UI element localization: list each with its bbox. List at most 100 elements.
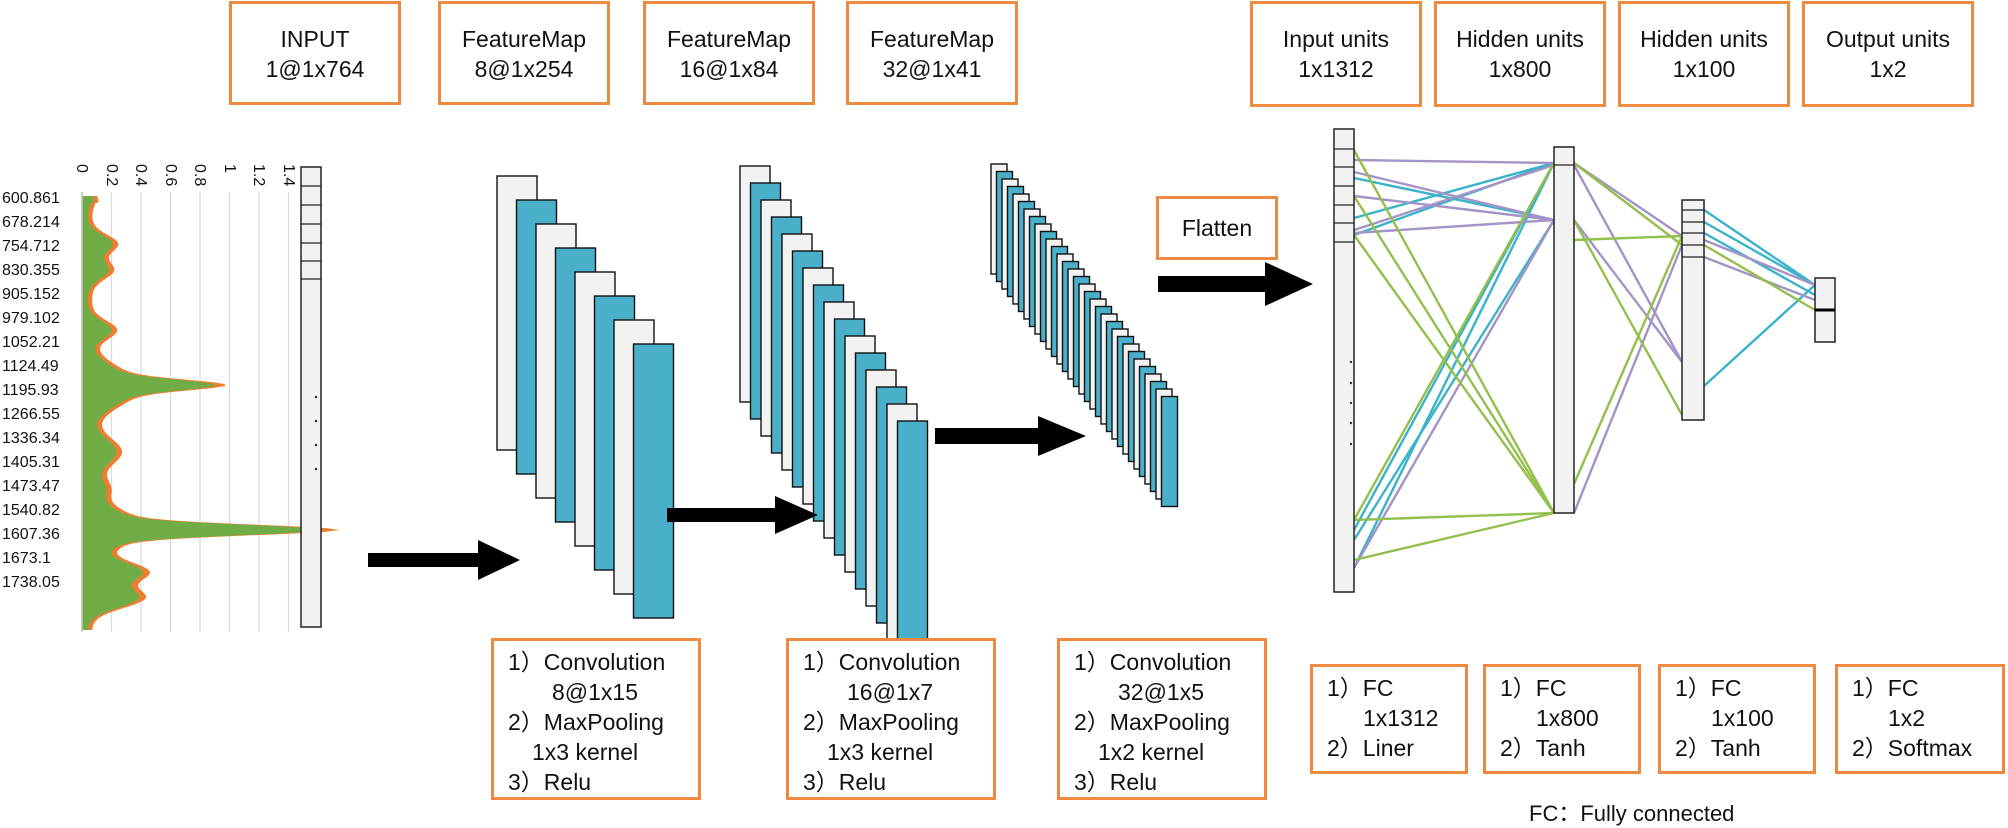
conv-step-1-line1: 1）Convolution — [508, 649, 666, 675]
spectrum-x-tick: 1.2 — [250, 164, 267, 187]
fc-step-2-line3: 2）Tanh — [1500, 735, 1586, 761]
fc-connection-line — [1353, 234, 1555, 514]
fc-connection-line — [1572, 219, 1684, 416]
spectrum-y-label: 1336.34 — [2, 430, 60, 447]
fc-connections — [1352, 149, 1816, 569]
feature-map-slice — [896, 420, 929, 658]
fc-step-box-3: 1）FC 1x100 2）Tanh — [1658, 664, 1816, 774]
conv-step-box-2: 1）Convolution 16@1x7 2）MaxPooling 1x3 ke… — [786, 638, 996, 800]
conv-step-1-line3: 2）MaxPooling — [508, 709, 664, 735]
spectrum-y-label: 1405.31 — [2, 454, 60, 471]
spectrum-y-label: 979.102 — [2, 310, 60, 327]
spectrum-x-tick: 0 — [73, 164, 90, 173]
spectrum-y-label: 830.355 — [2, 262, 60, 279]
spectrum-x-tick: 1 — [220, 164, 238, 173]
flatten-label-text: Flatten — [1181, 215, 1253, 241]
header-hidden-units-2-size: 1x100 — [1672, 56, 1736, 82]
fc-step-box-4: 1）FC 1x2 2）Softmax — [1835, 664, 2005, 774]
spectrum-green-series — [82, 196, 323, 630]
fc-step-2-line1: 1）FC — [1500, 675, 1567, 701]
featuremap-stack-2 — [739, 165, 929, 658]
header-featuremap-3: FeatureMap 32@1x41 — [846, 1, 1018, 105]
fc-connection-line — [1573, 162, 1683, 246]
fc-step-4-line2: 1x2 — [1888, 705, 1926, 731]
fc-step-1-line3: 2）Liner — [1327, 735, 1414, 761]
fc-connection-line — [1352, 149, 1556, 514]
header-featuremap-2: FeatureMap 16@1x84 — [643, 1, 815, 105]
fc-step-3-line2: 1x100 — [1711, 705, 1774, 731]
header-featuremap-2-title: FeatureMap — [666, 26, 791, 52]
fc-layer-hidden1 — [1553, 146, 1575, 514]
header-hidden-units-2-title: Hidden units — [1640, 26, 1768, 52]
spectrum-gridlines — [110, 192, 290, 632]
fc-step-box-1: 1）FC 1x1312 2）Liner — [1310, 664, 1468, 774]
conv-step-box-3: 1）Convolution 32@1x5 2）MaxPooling 1x2 ke… — [1057, 638, 1267, 800]
fc-connection-line — [1353, 511, 1555, 562]
header-output-units-title: Output units — [1825, 26, 1951, 52]
fc-connection-line — [1352, 195, 1556, 514]
spectrum-x-tick: 0.6 — [161, 164, 179, 187]
fc-step-box-2: 1）FC 1x800 2）Tanh — [1483, 664, 1641, 774]
fc-connection-line — [1353, 170, 1555, 222]
footnote: FC：Fully connected — [1529, 801, 1735, 826]
spectrum-y-label: 1673.1 — [2, 550, 51, 567]
header-featuremap-3-size: 32@1x41 — [882, 56, 982, 82]
fc-layer-output — [1814, 277, 1836, 343]
spectrum-y-label: 600.861 — [2, 190, 60, 207]
header-input-title: INPUT — [280, 26, 350, 52]
header-featuremap-2-size: 16@1x84 — [679, 56, 779, 82]
fc-connection-line — [1353, 194, 1555, 222]
spectrum-y-label: 905.152 — [2, 286, 60, 303]
conv-step-3-line5: 3）Relu — [1074, 769, 1158, 795]
spectrum-y-label: 1266.55 — [2, 406, 60, 423]
fc-network — [1333, 128, 1836, 593]
flatten-label: Flatten — [1156, 196, 1278, 260]
header-featuremap-1-size: 8@1x254 — [474, 56, 574, 82]
header-hidden-units-2: Hidden units 1x100 — [1618, 1, 1790, 107]
spectrum-y-label: 754.712 — [2, 238, 60, 255]
arrow-icon — [1158, 262, 1313, 306]
fc-connection-line — [1353, 158, 1555, 165]
input-vector — [300, 166, 322, 628]
feature-map-slice — [632, 343, 675, 619]
spectrum-y-label: 1052.21 — [2, 334, 60, 351]
conv-step-1-line5: 3）Relu — [508, 769, 592, 795]
fc-step-4-line3: 2）Softmax — [1852, 735, 1973, 761]
fc-step-2-line2: 1x800 — [1536, 705, 1599, 731]
fc-connection-line — [1703, 238, 1816, 287]
header-output-units-size: 1x2 — [1869, 56, 1907, 82]
fc-step-1-line2: 1x1312 — [1363, 705, 1439, 731]
fc-connection-line — [1703, 243, 1816, 312]
conv-step-1-line2: 8@1x15 — [552, 679, 639, 705]
header-input: INPUT 1@1x764 — [229, 1, 401, 105]
featuremap-stack-3 — [990, 163, 1179, 508]
fc-connection-line — [1703, 220, 1816, 287]
fc-connection-line — [1353, 163, 1555, 232]
conv-step-2-line1: 1）Convolution — [803, 649, 961, 675]
conv-step-3-line1: 1）Convolution — [1074, 649, 1232, 675]
conv-step-1-line4: 1x3 kernel — [532, 739, 639, 765]
conv-step-3-line4: 1x2 kernel — [1098, 739, 1205, 765]
fc-step-1-line1: 1）FC — [1327, 675, 1394, 701]
fc-connection-line — [1352, 162, 1556, 521]
fc-connection-line — [1353, 161, 1555, 220]
header-hidden-units-1-title: Hidden units — [1456, 26, 1584, 52]
fc-connection-line — [1352, 162, 1556, 569]
spectrum-y-label: 1124.49 — [2, 358, 59, 375]
spectrum-x-tick: 0.8 — [191, 164, 208, 187]
header-input-size: 1@1x764 — [265, 56, 365, 82]
conv-step-box-1: 1）Convolution 8@1x15 2）MaxPooling 1x3 ke… — [491, 638, 701, 800]
fc-connection-line — [1353, 511, 1555, 522]
conv-step-2-line3: 2）MaxPooling — [803, 709, 959, 735]
arrow-icon — [667, 496, 818, 534]
header-input-units-size: 1x1312 — [1298, 56, 1374, 82]
fc-connection-line — [1572, 235, 1684, 485]
spectrum-y-label: 1607.36 — [2, 526, 60, 543]
fc-connection-line — [1353, 218, 1555, 235]
header-output-units: Output units 1x2 — [1802, 1, 1974, 107]
fc-layer-hidden2 — [1681, 199, 1705, 421]
fc-connection-line — [1352, 219, 1556, 569]
spectrum-x-tick: 1.4 — [279, 164, 297, 187]
fc-connection-line — [1703, 209, 1816, 286]
fc-connection-line — [1572, 164, 1684, 363]
